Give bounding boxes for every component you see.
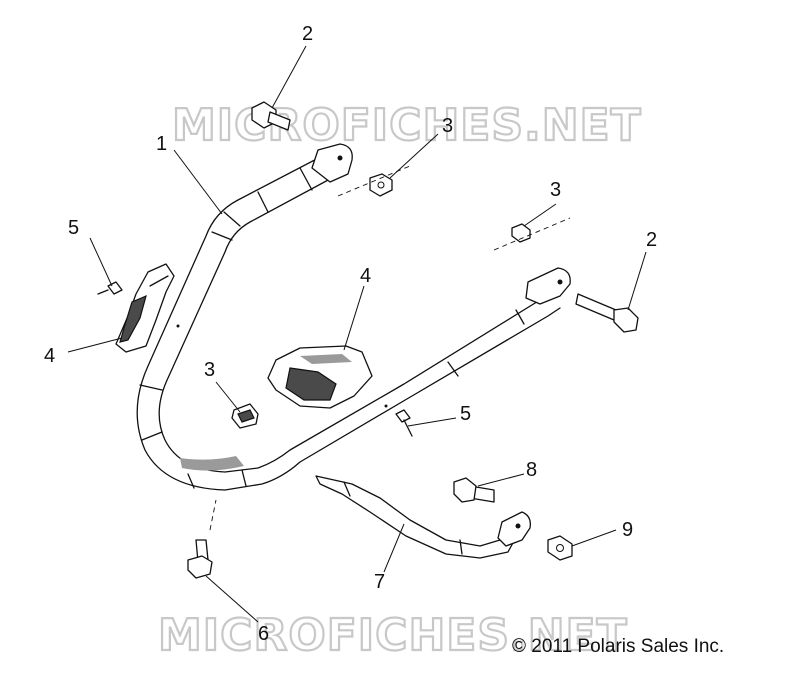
callout-4-center: 4: [360, 265, 371, 287]
callout-2-right: 2: [646, 229, 657, 251]
callout-9: 9: [622, 519, 633, 541]
callout-2-top: 2: [302, 23, 313, 45]
bumper-tube-main: [136, 143, 571, 491]
lower-tube-plate: [497, 511, 531, 547]
screw-left: [97, 281, 123, 295]
bolt-8: [453, 477, 495, 503]
nut-right: [493, 217, 571, 251]
mount-tab-upper: [311, 143, 353, 183]
callout-7: 7: [374, 571, 385, 593]
callout-4-left: 4: [44, 345, 55, 367]
copyright-notice: © 2011 Polaris Sales Inc.: [512, 636, 725, 657]
lower-tube: [315, 475, 531, 559]
nut-9: [547, 535, 573, 561]
bolt-bottom: [187, 499, 217, 579]
nut-top: [337, 165, 411, 197]
bolt-top: [251, 101, 291, 131]
bracket-center: [267, 345, 373, 409]
watermark-top: MICROFICHES.NET: [172, 100, 642, 151]
callout-3-top: 3: [442, 115, 453, 137]
callout-5-left: 5: [68, 217, 79, 239]
callout-5-right: 5: [460, 403, 471, 425]
callout-6: 6: [258, 623, 269, 645]
bolt-right: [575, 293, 639, 333]
callout-3-right: 3: [550, 179, 561, 201]
callout-8: 8: [526, 459, 537, 481]
screw-right: [395, 409, 413, 437]
watermark-bottom: MICROFICHES.NET: [158, 610, 628, 661]
bracket-left: [115, 263, 175, 353]
callout-1: 1: [156, 133, 167, 155]
clip-center: [231, 403, 259, 429]
callout-3-center: 3: [204, 359, 215, 381]
mount-tab-right: [525, 267, 571, 305]
